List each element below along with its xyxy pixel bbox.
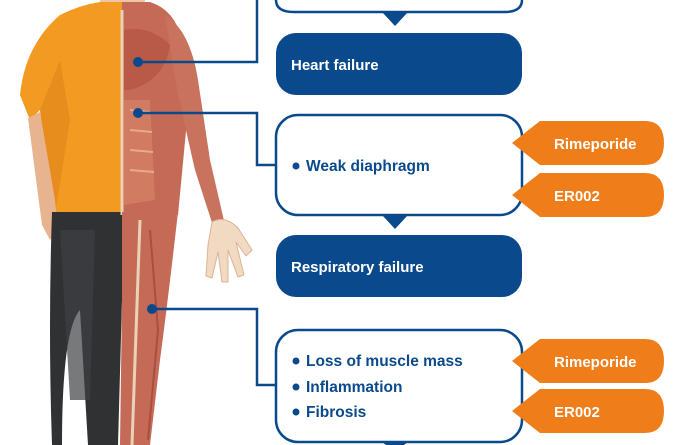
leg-bone-line	[130, 219, 142, 445]
drug-tag-diaphragm-2	[512, 173, 664, 217]
arrow-down-icon	[382, 442, 408, 445]
muscle-leg	[120, 212, 178, 445]
arrow-down-icon	[382, 12, 408, 26]
human-figure	[20, 0, 253, 445]
left-arm	[28, 112, 58, 240]
bullet-icon	[292, 383, 300, 391]
heart-connector	[138, 0, 259, 64]
connector-dot-icon	[133, 57, 143, 67]
connector-dots	[133, 57, 157, 314]
arrow-down-icon	[382, 215, 408, 229]
heart-failure-box	[276, 33, 522, 95]
muscle-arm	[165, 15, 225, 232]
drug-label-diaphragm-1: Rimeporide	[554, 136, 637, 153]
muscle-item-1: Loss of muscle mass	[306, 353, 463, 370]
connector-dot-icon	[133, 108, 143, 118]
drug-label-diaphragm-2: ER002	[554, 188, 600, 205]
orange-shirt	[20, 2, 122, 215]
bullet-icon	[292, 357, 300, 365]
muscle-connector	[152, 307, 276, 387]
connector-dot-icon	[147, 304, 157, 314]
leg-muscle-detail	[147, 229, 160, 441]
drug-label-muscle-1: Rimeporide	[554, 354, 637, 371]
bullet-icon	[292, 408, 300, 416]
drug-tags: Rimeporide ER002 Rimeporide ER002	[512, 121, 664, 433]
drug-tag-muscle-1	[512, 339, 664, 383]
connectors	[138, 0, 276, 387]
drug-tag-diaphragm-1	[512, 121, 664, 165]
respiratory-failure-box	[276, 235, 522, 297]
jeans-highlight	[60, 230, 95, 400]
muscle-chest	[124, 29, 170, 90]
muscle-abs	[124, 100, 155, 205]
top-callout-partial	[274, 0, 524, 14]
bullet-icon	[292, 162, 300, 170]
drug-tag-muscle-2	[512, 389, 664, 433]
muscle-item-2: Inflammation	[306, 379, 402, 396]
heart-failure-label: Heart failure	[291, 57, 379, 74]
diaphragm-connector	[138, 111, 276, 167]
respiratory-failure-label: Respiratory failure	[291, 259, 424, 276]
muscle-item-3: Fibrosis	[306, 404, 366, 421]
drug-label-muscle-2: ER002	[554, 404, 600, 421]
skeletal-hand	[205, 219, 253, 283]
diaphragm-item: Weak diaphragm	[306, 158, 430, 175]
